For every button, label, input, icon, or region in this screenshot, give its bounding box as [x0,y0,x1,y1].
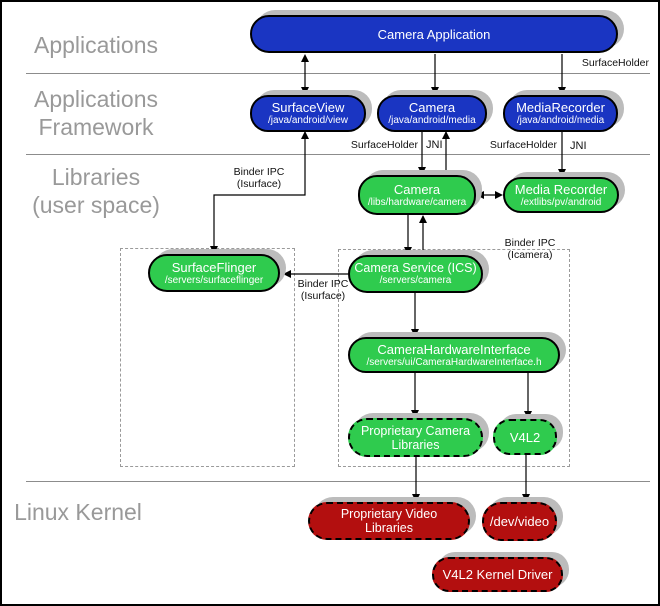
box-subtitle: /libs/hardware/camera [367,196,467,208]
box-surfaceview: SurfaceView /java/android/view [250,95,366,132]
edge-label-jni-camera: JNI [426,139,443,151]
box-subtitle: /servers/ui/CameraHardwareInterface.h [366,356,542,368]
box-camera-service: Camera Service (ICS) /servers/camera [348,255,483,293]
dashed-group-camera-service [338,249,570,467]
divider-libraries-kernel [26,481,650,482]
layer-label-applications: Applications [33,32,159,58]
box-title: Camera [408,100,456,115]
box-subtitle: /servers/surfaceflinger [164,274,264,286]
box-title: V4L2 Kernel Driver [442,567,553,582]
box-title: Proprietary Video Libraries [340,507,438,535]
box-title: Media Recorder [514,181,608,197]
box-title: SurfaceFlinger [171,259,257,275]
layer-label-applications-framework: Applications Framework [33,86,159,140]
box-subtitle: /java/android/media [388,115,476,126]
edge-label-surfaceholder-media: SurfaceHolder [489,139,557,151]
arrow-surfaceview-surfaceflinger [213,132,306,253]
box-dev-video: /dev/video [482,502,557,541]
box-title: MediaRecorder [516,100,605,115]
box-title: Camera [393,181,441,197]
box-subtitle: /extlibs/pv/android [520,196,602,208]
edge-label-binder-ipc-icamera: Binder IPC (Icamera) [504,237,556,261]
box-subtitle: /java/android/media [516,115,605,126]
edge-label-binder-ipc-isurface-lower: Binder IPC (Isurface) [297,278,349,302]
layer-label-linux-kernel: Linux Kernel [14,499,142,525]
box-title: CameraHardwareInterface [377,341,531,357]
edge-label-surfaceholder-camera: SurfaceHolder [350,139,418,151]
box-v4l2-kernel-driver: V4L2 Kernel Driver [432,557,563,592]
box-camera-java: Camera /java/android/media [377,95,487,132]
box-proprietary-camera-libraries: Proprietary Camera Libraries [348,418,483,457]
box-camera-native: Camera /libs/hardware/camera [358,175,476,215]
box-camera-application: Camera Application [250,15,618,53]
box-title: Camera Application [377,26,491,42]
box-title: V4L2 [509,429,541,445]
edge-label-binder-ipc-isurface-upper: Binder IPC (Isurface) [233,166,285,190]
box-title: /dev/video [489,514,550,529]
box-v4l2: V4L2 [493,419,557,455]
box-title: Proprietary Camera Libraries [360,423,471,452]
box-surfaceflinger: SurfaceFlinger /servers/surfaceflinger [148,254,280,292]
box-title: SurfaceView [271,100,345,115]
box-proprietary-video-libraries: Proprietary Video Libraries [308,502,470,540]
divider-applications-framework [26,73,650,74]
box-camera-hardware-interface: CameraHardwareInterface /servers/ui/Came… [348,337,560,373]
edge-label-surfaceholder-top: SurfaceHolder [581,57,649,69]
box-subtitle: /java/android/view [267,115,349,126]
box-subtitle: /servers/camera [379,275,452,286]
box-mediarecorder-java: MediaRecorder /java/android/media [503,95,618,132]
box-title: Camera Service (ICS) [354,261,477,275]
dashed-group-surfaceflinger [120,248,295,467]
layer-label-libraries: Libraries (user space) [32,164,160,218]
box-media-recorder-native: Media Recorder /extlibs/pv/android [503,177,619,213]
edge-label-jni-media: JNI [570,140,587,152]
divider-framework-libraries [26,154,650,155]
